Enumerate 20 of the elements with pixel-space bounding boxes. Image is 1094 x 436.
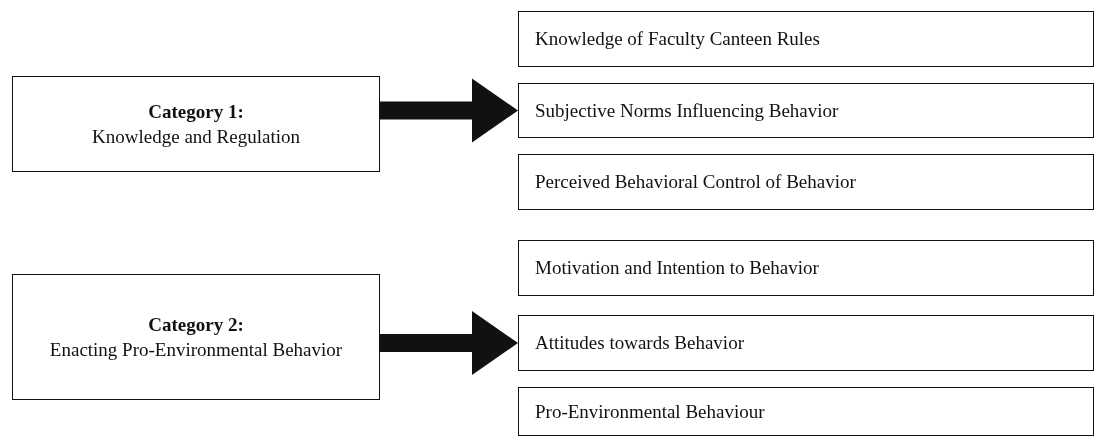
factor-text: Perceived Behavioral Control of Behavior: [535, 171, 856, 193]
category-heading: Category 2:: [148, 313, 244, 337]
category-box: [12, 274, 380, 400]
factor-box: [518, 240, 1094, 296]
category-text: Knowledge and Regulation: [92, 125, 300, 149]
category-heading: Category 1:: [148, 100, 244, 124]
block-arrow: [380, 311, 518, 375]
category-box: [12, 76, 380, 172]
factor-box: [518, 83, 1094, 138]
factor-text: Pro-Environmental Behaviour: [535, 400, 765, 423]
factor-text: Subjective Norms Influencing Behavior: [535, 99, 839, 122]
factor-box: [518, 315, 1094, 371]
category-text: Enacting Pro-Environmental Behavior: [49, 338, 343, 362]
factor-box: [518, 387, 1094, 436]
factor-text: Attitudes towards Behavior: [535, 332, 744, 354]
factor-text: Knowledge of Faculty Canteen Rules: [535, 28, 820, 50]
factor-box: [518, 154, 1094, 210]
block-arrow: [380, 78, 518, 143]
factor-text: Motivation and Intention to Behavior: [535, 257, 819, 279]
factor-box: [518, 11, 1094, 67]
